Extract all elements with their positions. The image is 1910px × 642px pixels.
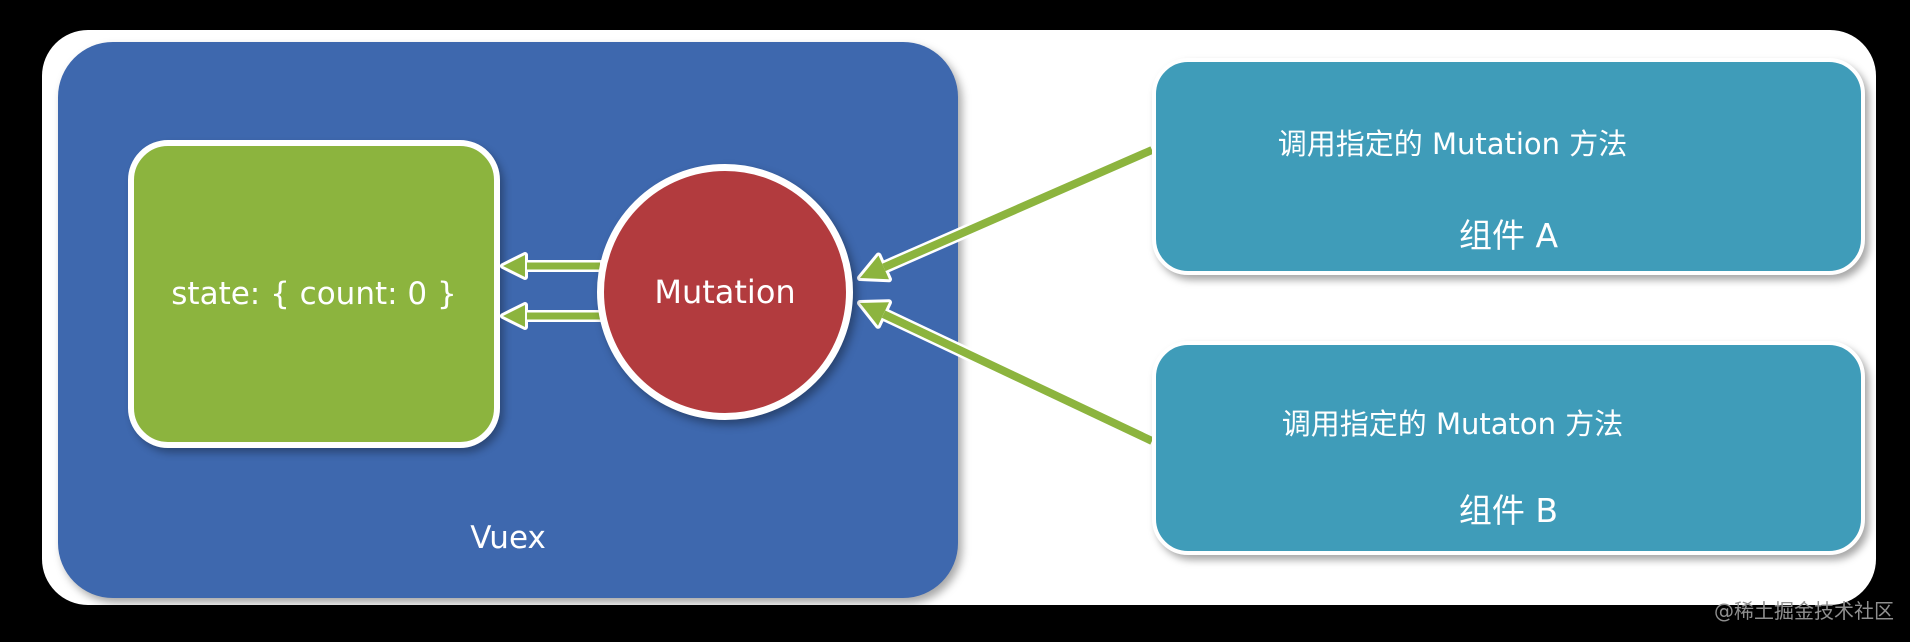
- vuex-label: Vuex: [470, 520, 546, 556]
- mutation-circle: Mutation: [597, 164, 853, 420]
- component-b-name: 组件 B: [1458, 491, 1559, 530]
- component-a-name: 组件 A: [1458, 216, 1559, 255]
- watermark: @稀土掘金技术社区: [1714, 599, 1894, 623]
- state-box: state: { count: 0 }: [128, 140, 500, 448]
- component-a-box: 调用指定的 Mutation 方法 组件 A: [1152, 58, 1865, 275]
- state-text: state: { count: 0 }: [171, 276, 457, 312]
- mutation-label: Mutation: [654, 273, 796, 311]
- component-a-action-text: 调用指定的 Mutation 方法: [1277, 127, 1628, 161]
- component-b-box: 调用指定的 Mutaton 方法 组件 B: [1152, 341, 1865, 555]
- component-b-action-text: 调用指定的 Mutaton 方法: [1281, 407, 1624, 441]
